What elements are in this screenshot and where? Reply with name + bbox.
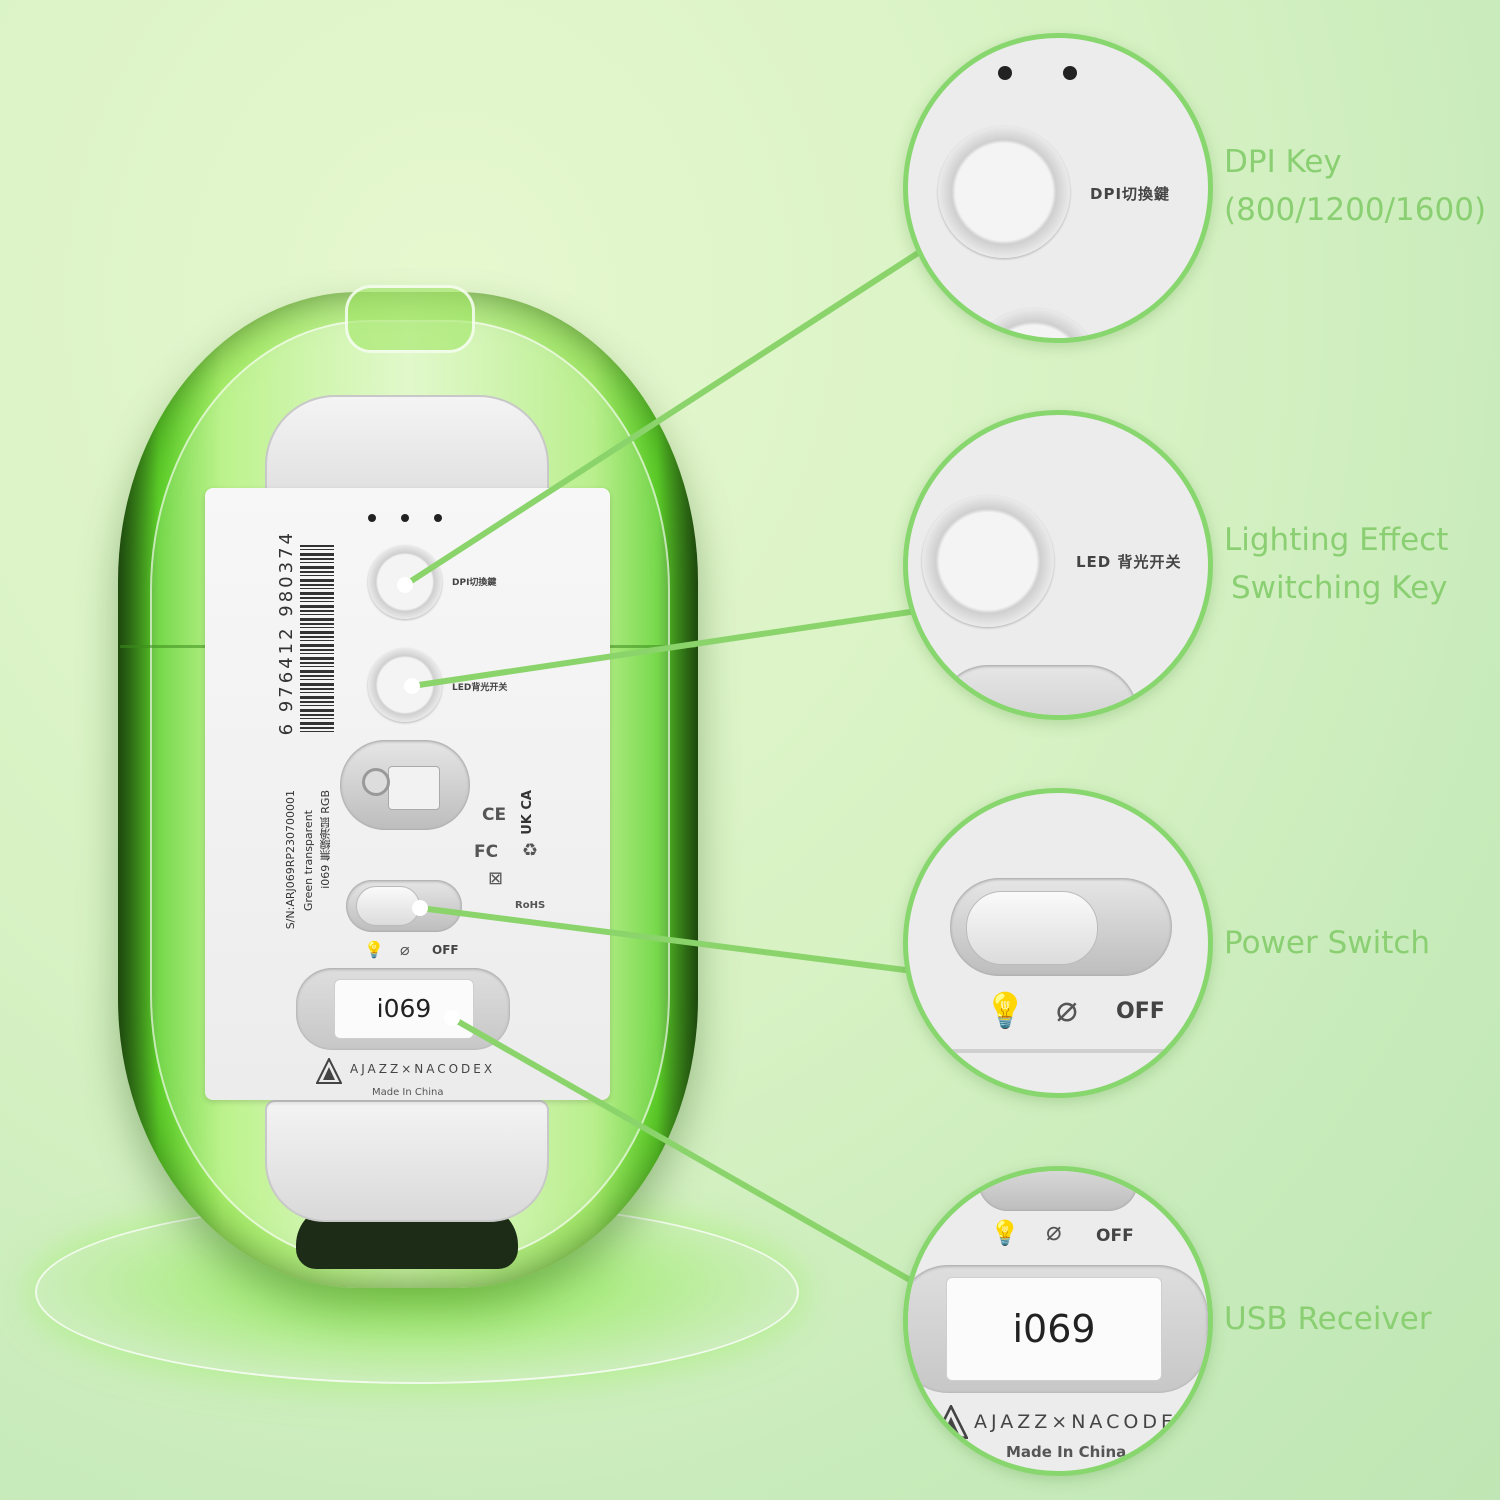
bulb-off-icon: ⌀ xyxy=(400,940,410,959)
power-switch-title: Power Switch xyxy=(1224,925,1431,961)
glide-pad-bottom xyxy=(265,1100,549,1222)
zoom-receiver-model: i069 xyxy=(946,1277,1162,1381)
brand-logo-icon xyxy=(315,1056,343,1084)
dpi-callout-dot xyxy=(397,577,413,593)
fc-mark: FC xyxy=(474,842,499,862)
usb-callout-dot xyxy=(444,1010,460,1026)
zoom-lighting-key: LED 背光开关 xyxy=(903,410,1213,720)
zoom-led-button xyxy=(922,495,1054,627)
zoom-switch-partial xyxy=(978,1171,1138,1211)
led-button-label: LED背光开关 xyxy=(452,683,508,693)
mode-switch-slider[interactable] xyxy=(388,766,440,810)
zoom-bulb-off-icon-small: ⌀ xyxy=(1046,1217,1062,1247)
zoom-switch-knob xyxy=(966,891,1098,965)
barcode xyxy=(300,545,334,735)
lighting-callout-line xyxy=(409,609,913,689)
zoom-bulb-on-icon-small: 💡 xyxy=(990,1219,1020,1247)
power-off-label: OFF xyxy=(432,943,459,957)
indicator-dot xyxy=(434,514,442,522)
power-switch-knob[interactable] xyxy=(356,886,420,926)
mode-switch-hole xyxy=(362,768,390,796)
rohs-mark: RoHS xyxy=(515,900,546,911)
lighting-key-title: Lighting Effect xyxy=(1224,522,1449,558)
zoom-usb-receiver: 💡 ⌀ OFF i069 AJAZZ×NACODEX Made In China xyxy=(903,1166,1213,1476)
zoom-brand-logo-icon xyxy=(933,1403,969,1439)
usb-receiver[interactable]: i069 xyxy=(334,979,474,1039)
brand-name: AJAZZ×NACODEX xyxy=(350,1062,496,1076)
zoom-indicator-dot xyxy=(1063,66,1077,80)
dpi-callout-line xyxy=(402,250,921,588)
dpi-key-title: DPI Key xyxy=(1224,144,1342,180)
weee-bin-icon: ⊠ xyxy=(488,868,504,889)
zoom-switch-recess-partial xyxy=(938,665,1138,715)
bulb-on-icon: 💡 xyxy=(364,940,384,959)
indicator-dot xyxy=(368,514,376,522)
zoom-led-label: LED 背光开关 xyxy=(1076,553,1182,571)
dpi-key-levels: (800/1200/1600) xyxy=(1224,192,1487,228)
lighting-callout-dot xyxy=(404,678,420,694)
zoom-dpi-button xyxy=(938,126,1070,258)
zoom-off-label: OFF xyxy=(1116,999,1165,1024)
dpi-button-label: DPI切換鍵 xyxy=(452,578,497,588)
usb-receiver-title: USB Receiver xyxy=(1224,1301,1432,1337)
indicator-dot xyxy=(401,514,409,522)
power-callout-line xyxy=(417,905,908,973)
zoom-dpi-key: DPI切換鍵 xyxy=(903,33,1213,343)
lighting-key-subtitle: Switching Key xyxy=(1231,570,1448,606)
zoom-brand-name: AJAZZ×NACODEX xyxy=(974,1411,1194,1433)
mouse-top-notch xyxy=(345,285,475,353)
zoom-power-switch: 💡 ⌀ OFF xyxy=(903,788,1213,1098)
ce-mark: CE xyxy=(482,805,507,825)
zoom-bulb-off-icon: ⌀ xyxy=(1056,989,1078,1030)
zoom-off-label-small: OFF xyxy=(1096,1226,1134,1246)
zoom-bulb-on-icon: 💡 xyxy=(984,991,1027,1031)
zoom-made-in: Made In China xyxy=(1006,1443,1127,1461)
zoom-led-button-partial xyxy=(968,308,1100,338)
power-callout-dot xyxy=(412,900,428,916)
zoom-indicator-dot xyxy=(998,66,1012,80)
zoom-plate-edge xyxy=(908,1049,1208,1053)
zoom-dpi-label: DPI切換鍵 xyxy=(1090,185,1171,203)
made-in-label: Made In China xyxy=(372,1087,444,1098)
usb-callout-line xyxy=(449,1015,913,1283)
recycle-icon: ♻ xyxy=(522,840,539,861)
